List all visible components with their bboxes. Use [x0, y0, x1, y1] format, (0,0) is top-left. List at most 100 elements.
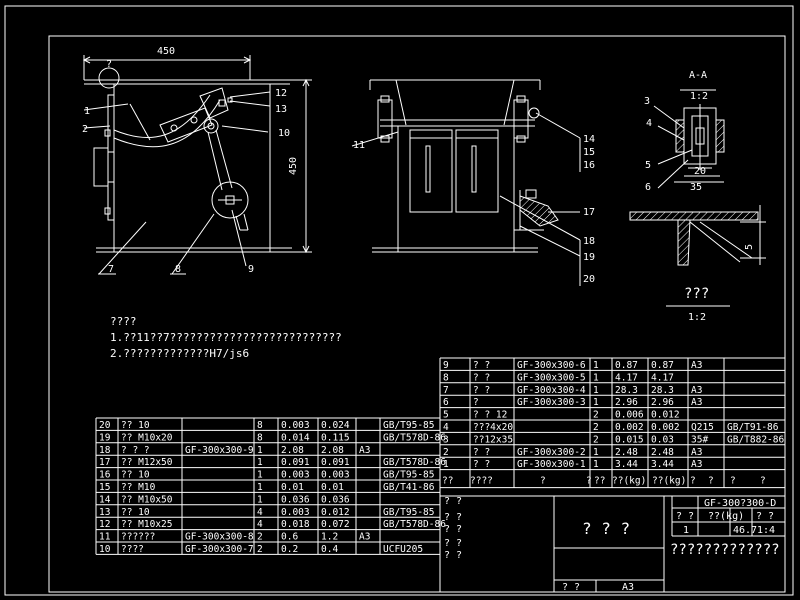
- side-view-labels: 11 14 15 16 17 18 19 20: [353, 134, 595, 285]
- bom-left-cell: ?? M10: [121, 482, 156, 493]
- bom-left-cell: 19: [99, 432, 111, 443]
- bom-right-cell: 2: [593, 434, 599, 445]
- bom-right-cell: Q215: [691, 422, 714, 433]
- callout-19: 19: [583, 252, 595, 263]
- callout-4: 4: [646, 118, 652, 129]
- notes-line-1: 1.??11??7??????????????????????????: [110, 331, 342, 344]
- bom-left-cell: 1: [257, 445, 263, 456]
- bom-right-cell: 0.012: [651, 410, 680, 421]
- dim-20: 20: [694, 166, 706, 177]
- callout-7: 7: [108, 264, 114, 275]
- bom-left-cell: 1: [257, 482, 263, 493]
- bom-header-cell: ?: [708, 476, 714, 487]
- detail-view: [629, 205, 766, 307]
- bom-right-cell: ? ? 12: [473, 410, 507, 421]
- bom-left-cell: 1: [257, 470, 263, 481]
- bom-left-cell: GB/T578D-86: [383, 519, 446, 530]
- bom-left-cell: A3: [359, 532, 370, 543]
- bom-left-cell: 0.003: [281, 507, 310, 518]
- bom-right-cell: 3: [443, 434, 449, 445]
- bom-left-cell: 0.024: [321, 420, 350, 431]
- callout-15: 15: [583, 147, 595, 158]
- inner-border: [48, 35, 786, 593]
- bom-right-cell: 4: [443, 422, 449, 433]
- tb-scale: 1:4: [757, 525, 775, 536]
- side-view: [351, 79, 581, 286]
- bom-left-cell: ?? M10x25: [121, 519, 172, 530]
- callout-20: 20: [583, 274, 595, 285]
- bom-left-cell: 4: [257, 507, 263, 518]
- bom-left-cell: GB/T41-86: [383, 482, 435, 493]
- bom-left-cell: 1: [257, 457, 263, 468]
- bom-right-cell: 2: [443, 447, 449, 458]
- bom-left-cell: 16: [99, 470, 111, 481]
- bom-right-cell: 2: [593, 422, 599, 433]
- tb-label-5: ? ?: [444, 550, 462, 561]
- bom-left-cell: 20: [99, 420, 111, 431]
- callout-13: 13: [275, 104, 287, 115]
- bom-left-cell: 0.014: [281, 432, 310, 443]
- callout-18: 18: [583, 236, 595, 247]
- notes-line-2: 2.?????????????H7/js6: [110, 347, 250, 360]
- dim-width-450: 450: [157, 46, 175, 57]
- bom-right-cell: 0.002: [615, 422, 644, 433]
- callout-14: 14: [583, 134, 595, 145]
- bom-right-cell: 4.17: [651, 372, 674, 383]
- front-view-labels: 450 450 ? 1 2 7 8 9 10 12 13: [82, 46, 299, 275]
- bom-right-cell: ? ?: [473, 372, 490, 383]
- bom-header-cell: ?: [760, 476, 766, 487]
- bom-left-cell: 18: [99, 445, 111, 456]
- bom-left-cell: 14: [99, 494, 111, 505]
- bom-right-cell: 5: [443, 410, 449, 421]
- bom-left-cell: 0.6: [281, 532, 298, 543]
- bom-right-cell: 3.44: [615, 459, 638, 470]
- bom-right-cell: GF-300x300-5: [517, 372, 586, 383]
- section-scale: 1:2: [690, 91, 708, 102]
- callout-11: 11: [353, 140, 365, 151]
- top-mark: ?: [106, 59, 112, 70]
- bom-right-cell: ? ?: [473, 459, 490, 470]
- bom-right-cell: GB/T91-86: [727, 422, 779, 433]
- callout-17: 17: [583, 207, 595, 218]
- bom-left-cell: ?? M12x50: [121, 457, 173, 468]
- bom-left-cell: 4: [257, 519, 263, 530]
- bom-left-cell: 0.091: [281, 457, 310, 468]
- bom-right-cell: 1: [443, 459, 449, 470]
- bom-right-cell: 2.48: [651, 447, 674, 458]
- bom-left-cell: 13: [99, 507, 110, 518]
- dim-5: 5: [744, 244, 755, 250]
- bom-left-cell: ?? 10: [121, 507, 150, 518]
- bom-right-cell: 0.006: [615, 410, 644, 421]
- bom-header-cell: ??: [442, 476, 453, 487]
- bom-right-cell: ? ?: [473, 385, 490, 396]
- bom-left-cell: 0.003: [281, 420, 310, 431]
- bom-right-cell: 7: [443, 385, 449, 396]
- bom-left-cell: 0.012: [321, 507, 350, 518]
- bom-right-cell: 28.3: [651, 385, 674, 396]
- title-block: [439, 495, 785, 592]
- bom-right-cell: 0.03: [651, 434, 674, 445]
- tb-weight: 46.7: [733, 525, 757, 536]
- bom-left-cell: 15: [99, 482, 110, 493]
- callout-12: 12: [275, 88, 287, 99]
- outer-border: [4, 5, 794, 596]
- drawing-code: GF-300?300-D: [704, 498, 776, 509]
- bom-left-cell: A3: [359, 445, 370, 456]
- bom-header-cell: ?: [690, 476, 696, 487]
- bom-right-cell: 35#: [691, 434, 708, 445]
- bom-right-cell: 1: [593, 447, 599, 458]
- bom-left-cell: GF-300x300-8: [185, 532, 254, 543]
- detail-title: ???: [684, 286, 709, 302]
- bom-right-cell: GF-300x300-4: [517, 385, 586, 396]
- bom-left-cell: ?? M10x50: [121, 494, 173, 505]
- tb-quantity: 1: [683, 525, 689, 536]
- tb-size-label: ? ?: [562, 582, 580, 593]
- bom-left-cell: ?? 10: [121, 420, 150, 431]
- bom-right-cell: GF-300x300-3: [517, 397, 586, 408]
- bom-left-cell: ????: [121, 544, 144, 555]
- detail-scale: 1:2: [688, 312, 706, 323]
- bom-left-cell: 2.08: [281, 445, 304, 456]
- bom-left-cell: ??????: [121, 532, 155, 543]
- tb-label-4: ? ?: [444, 538, 462, 549]
